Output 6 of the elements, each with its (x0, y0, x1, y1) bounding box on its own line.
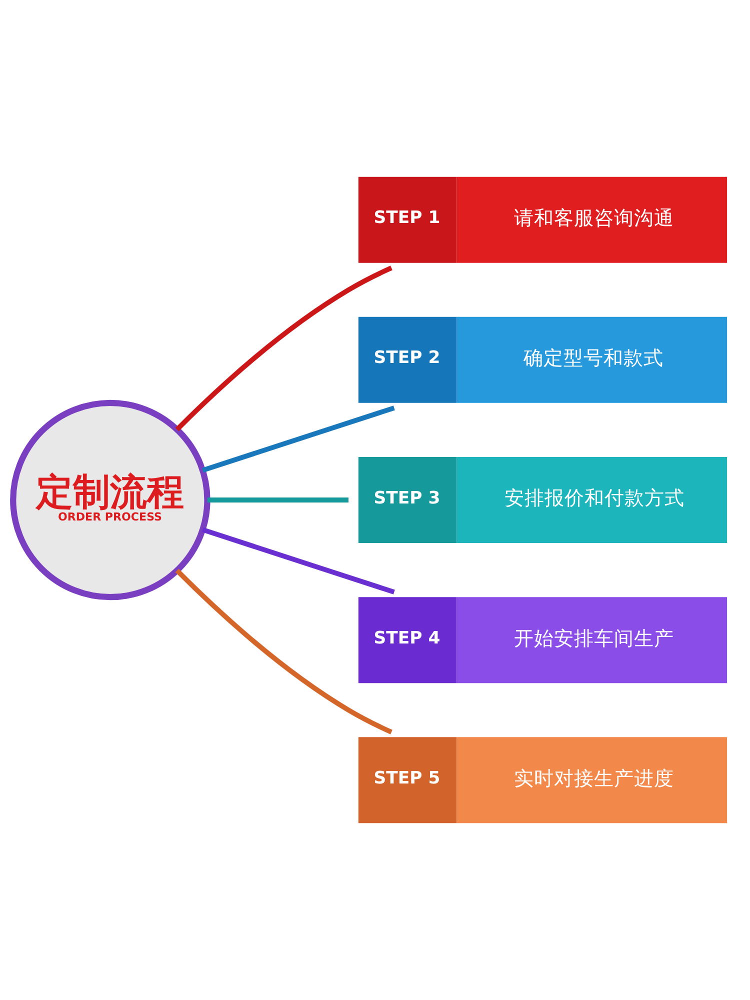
node-circle: 定制流程 ORDER PROCESS (10, 400, 210, 600)
connector (207, 498, 348, 502)
connector (175, 266, 392, 432)
connector (202, 527, 395, 594)
connector (202, 406, 395, 473)
connector (175, 568, 392, 734)
